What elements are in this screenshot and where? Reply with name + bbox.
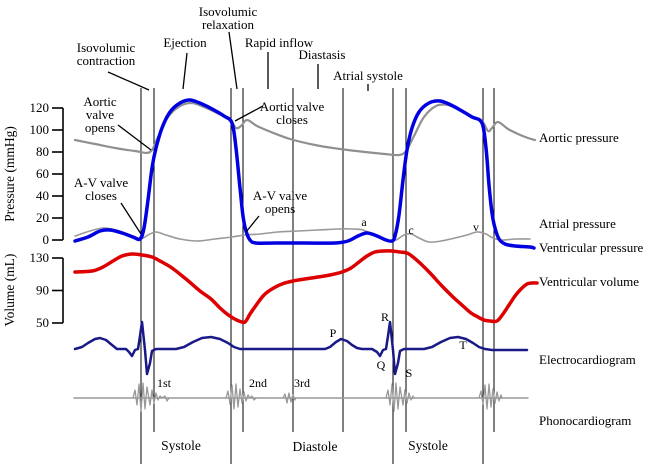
ejection-label: Ejection [163, 35, 207, 50]
av-valve-closes-label: closes [85, 188, 117, 203]
volume-tick-label: 130 [30, 250, 50, 265]
pressure-tick-label: 40 [36, 188, 49, 203]
pressure-tick-label: 60 [36, 166, 49, 181]
av-valve-closes-label: A-V valve [74, 175, 129, 190]
electrocardiogram-label: Electrocardiogram [539, 352, 636, 367]
curve-heart-sound-1st-cycle2 [385, 382, 415, 412]
pressure-tick-label: 20 [36, 210, 49, 225]
heart-sound-label-2nd: 2nd [249, 376, 267, 390]
wave-letter-P: P [330, 326, 337, 340]
aortic-valve-closes-label: closes [276, 112, 308, 127]
aortic-pressure-label: Aortic pressure [539, 130, 619, 145]
aortic-valve-opens-label: opens [85, 120, 115, 135]
curve-heart-sound-3rd [282, 392, 297, 404]
isovolumic-contraction-label: contraction [77, 53, 136, 68]
av-valve-opens-label: opens [265, 201, 295, 216]
curve-electrocardiogram [73, 320, 529, 376]
curve-heart-sound-2nd [225, 383, 257, 410]
wave-letter-v: v [473, 220, 479, 234]
curve-heart-sound-2nd-cycle2 [478, 383, 503, 410]
pressure-axis-title: Pressure (mmHg) [2, 126, 17, 222]
wave-letter-R: R [381, 310, 389, 324]
wave-letter-T: T [459, 338, 467, 352]
bottom-phase-label-systole: Systole [161, 438, 201, 453]
curve-atrial-pressure [74, 227, 531, 243]
atrial-pressure-label: Atrial pressure [539, 216, 616, 231]
aortic-valve-closes-pointer [234, 105, 264, 122]
pressure-tick-label: 0 [43, 232, 50, 247]
isovolumic-relaxation-label: relaxation [202, 17, 254, 32]
volume-tick-label: 90 [36, 283, 49, 298]
aortic-valve-closes-label: Aortic valve [260, 99, 325, 114]
av-valve-closes-pointer [120, 202, 142, 235]
aortic-valve-opens-label: Aortic [83, 94, 116, 109]
isovolumic-contraction-label: Isovolumic [77, 40, 136, 55]
wave-letter-c: c [408, 223, 413, 237]
ventricular-pressure-label: Ventricular pressure [539, 240, 644, 255]
ventricular-volume-label: Ventricular volume [539, 274, 639, 289]
wave-letter-S: S [406, 366, 413, 380]
diastasis-label: Diastasis [299, 47, 346, 62]
volume-tick-label: 50 [36, 315, 49, 330]
rapid-inflow-label: Rapid inflow [245, 35, 314, 50]
curve-ventricular-volume [73, 249, 539, 325]
curve-heart-sound-1st [132, 382, 170, 412]
aortic-valve-opens-pointer [117, 124, 152, 151]
isovolumic-contraction-pointer [107, 71, 150, 91]
av-valve-opens-label: A-V valve [253, 188, 308, 203]
volume-axis-title: Volume (mL) [2, 254, 17, 327]
aortic-valve-opens-label: valve [86, 107, 114, 122]
pressure-tick-label: 120 [30, 100, 50, 115]
curve-ventricular-pressure [73, 98, 536, 250]
isovolumic-relaxation-pointer [228, 31, 238, 90]
pressure-tick-label: 100 [30, 122, 50, 137]
heart-sound-label-1st: 1st [157, 376, 172, 390]
ejection-pointer [182, 52, 188, 90]
phonocardiogram-label: Phonocardiogram [539, 413, 631, 428]
atrial-systole-label: Atrial systole [333, 68, 403, 83]
bottom-phase-label-diastole: Diastole [293, 439, 338, 454]
pressure-tick-label: 80 [36, 144, 49, 159]
isovolumic-relaxation-label: Isovolumic [199, 4, 258, 19]
heart-sound-label-3rd: 3rd [294, 376, 310, 390]
av-valve-opens-pointer [245, 215, 260, 233]
wave-letter-a: a [361, 215, 367, 229]
bottom-phase-label-systole: Systole [408, 438, 448, 453]
wave-letter-Q: Q [377, 358, 386, 372]
